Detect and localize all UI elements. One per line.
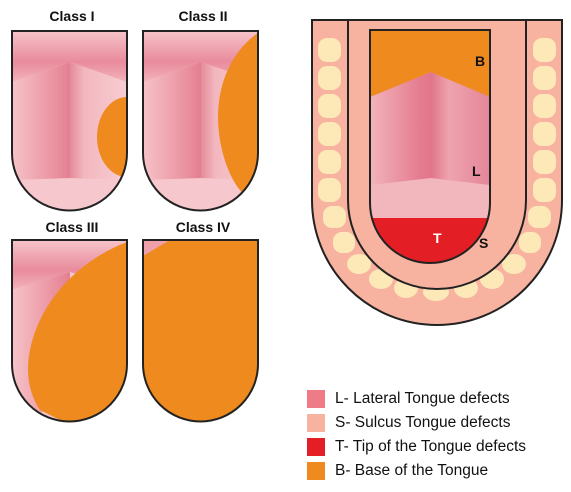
legend-label-sulcus: S- Sulcus Tongue defects: [335, 414, 511, 432]
label-lateral: L: [472, 163, 481, 179]
legend-item-sulcus: S- Sulcus Tongue defects: [307, 413, 511, 433]
legend-swatch-sulcus: [307, 414, 325, 432]
legend-item-lateral: L- Lateral Tongue defects: [307, 389, 510, 409]
label-tip: T: [433, 230, 442, 246]
class-iv-tongue: [143, 240, 258, 430]
legend-label-lateral: L- Lateral Tongue defects: [335, 390, 510, 408]
class-iii-tongue: [12, 240, 127, 430]
legend-label-base: B- Base of the Tongue: [335, 462, 488, 480]
legend-label-tip: T- Tip of the Tongue defects: [335, 438, 526, 456]
label-base: B: [475, 53, 485, 69]
class-iv-defect: [143, 240, 258, 430]
class-i-tongue: [12, 31, 127, 225]
legend-item-tip: T- Tip of the Tongue defects: [307, 437, 526, 457]
legend-swatch-base: [307, 462, 325, 480]
class-ii-tongue: [143, 31, 258, 225]
oral-cavity-diagram: B L T S: [312, 20, 562, 325]
legend-swatch-lateral: [307, 390, 325, 408]
label-sulcus: S: [479, 235, 488, 251]
legend-swatch-tip: [307, 438, 325, 456]
legend-item-base: B- Base of the Tongue: [307, 461, 488, 481]
